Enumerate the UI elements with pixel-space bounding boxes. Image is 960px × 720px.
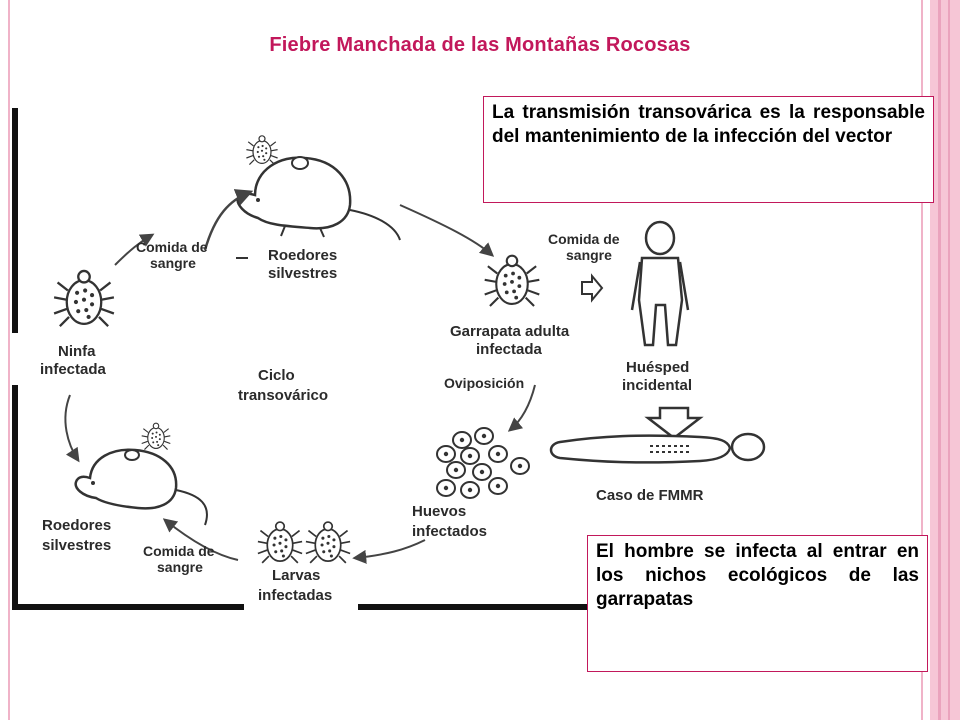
nymph-tick-icon — [52, 269, 116, 328]
frame-line-left — [8, 0, 10, 720]
note-transovarian: La transmisión transovárica es la respon… — [483, 96, 934, 203]
arrow-rodent-to-adult — [399, 204, 495, 257]
frame-bar-bottom-right — [358, 604, 588, 610]
larva-tick-icon — [305, 521, 351, 564]
adult-tick-icon — [483, 254, 541, 308]
frame-stripe-right-2 — [948, 0, 950, 720]
human-standing-icon — [630, 220, 690, 347]
arrow-nymph-to-rodent — [114, 233, 155, 266]
larva-tick-icon — [257, 521, 303, 564]
tick-on-rodent-bottom-icon — [141, 422, 171, 451]
frame-stripe-right-1 — [938, 0, 941, 720]
arrow-rodent-to-nymph — [64, 394, 80, 463]
label-caso: Caso de FMMR — [596, 487, 704, 504]
rodent-top-icon — [236, 156, 401, 241]
human-lying-icon — [549, 432, 766, 464]
label-oviposicion: Oviposición — [444, 375, 524, 391]
note-human-infection: El hombre se infecta al entrar en los ni… — [587, 535, 928, 672]
frame-band-right — [930, 0, 960, 720]
down-arrow-icon — [644, 406, 704, 440]
frame-bar-bottom-left — [12, 604, 244, 610]
arrow-eggs-to-larvae — [352, 539, 426, 564]
arrow-adult-to-eggs — [507, 384, 536, 432]
frame-bar-left-top — [12, 108, 18, 333]
right-arrow-icon — [581, 273, 604, 303]
frame-bar-left-bottom — [12, 385, 18, 610]
slide-title: Fiebre Manchada de las Montañas Rocosas — [269, 34, 691, 56]
eggs-icon — [436, 427, 530, 499]
frame-line-right — [921, 0, 923, 720]
tick-on-rodent-top-icon — [245, 135, 279, 166]
arrow-larvae-to-rodent — [162, 518, 239, 561]
arrow-blood-meal-top — [203, 189, 254, 251]
rodent-bottom-icon — [74, 448, 208, 526]
